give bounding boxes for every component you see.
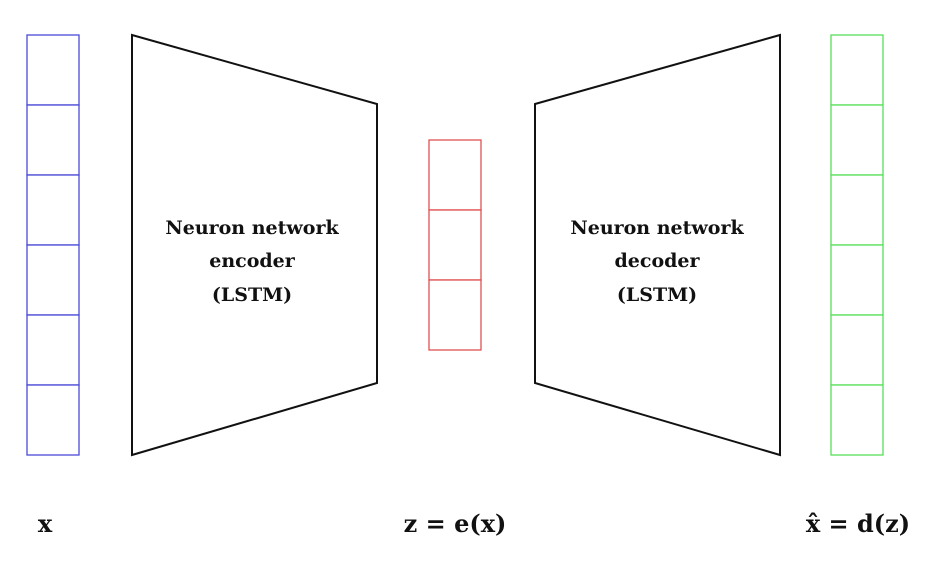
output-label: x̂ = d(z) [806, 509, 910, 538]
input-cell-3 [26, 174, 80, 246]
input-label: x [38, 509, 53, 538]
input-cell-1 [26, 34, 80, 106]
decoder-label-line1: Neuron network [570, 217, 744, 239]
latent-cell-3 [428, 279, 482, 351]
latent-label: z = e(x) [404, 509, 507, 538]
latent-cell-2 [428, 209, 482, 281]
input-cell-2 [26, 104, 80, 176]
output-cell-3 [830, 174, 884, 246]
latent-vector-z [428, 139, 482, 351]
output-cell-4 [830, 244, 884, 316]
decoder-block [534, 33, 781, 457]
encoder-label-line2: encoder [209, 250, 296, 272]
encoder-label-line1: Neuron network [165, 217, 339, 239]
input-vector-x [26, 34, 80, 456]
encoder-block [131, 33, 378, 457]
encoder-label-line3: (LSTM) [212, 284, 292, 306]
output-cell-5 [830, 314, 884, 386]
input-cell-6 [26, 384, 80, 456]
output-cell-1 [830, 34, 884, 106]
output-cell-2 [830, 104, 884, 176]
latent-cell-1 [428, 139, 482, 211]
input-cell-4 [26, 244, 80, 316]
output-cell-6 [830, 384, 884, 456]
decoder-label-line3: (LSTM) [617, 284, 697, 306]
input-cell-5 [26, 314, 80, 386]
output-vector-x-hat [830, 34, 884, 456]
decoder-label-line2: decoder [615, 250, 701, 272]
